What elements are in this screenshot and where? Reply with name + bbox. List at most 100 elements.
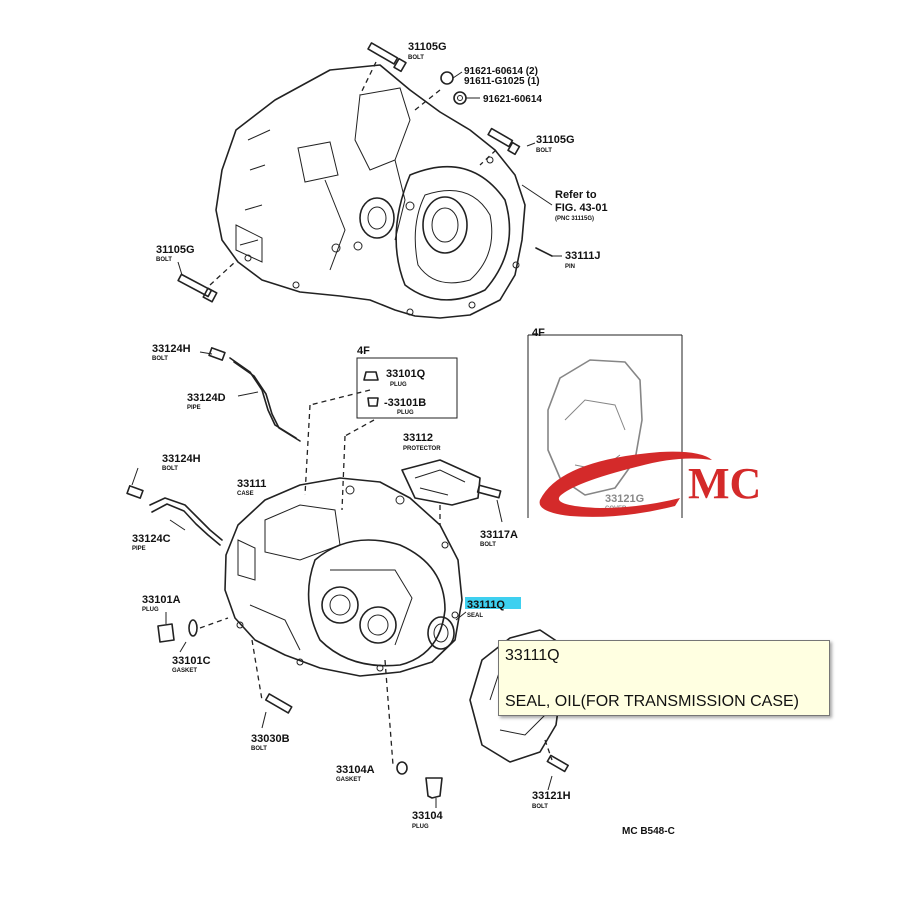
callout-33117A[interactable]: 33117A BOLT xyxy=(480,529,518,548)
callout-33101B[interactable]: -33101B PLUG xyxy=(384,397,426,416)
pin-33111J-shape xyxy=(535,247,553,257)
bolt-33124H-mid-shape xyxy=(126,485,144,499)
callout-33104[interactable]: 33104 PLUG xyxy=(412,810,443,830)
bolt-33117A-shape xyxy=(476,484,502,499)
callout-91611-G1025[interactable]: 91611-G1025 (1) xyxy=(464,76,540,87)
part-number: 33111Q xyxy=(467,599,505,611)
part-description: PROTECTOR xyxy=(403,446,441,452)
part-number: 33121G xyxy=(605,493,644,505)
plug-33101A-shape xyxy=(157,623,175,643)
callout-31105G-left[interactable]: 31105G BOLT xyxy=(156,244,195,263)
part-number: 33124H xyxy=(162,453,201,465)
callout-33101A[interactable]: 33101A PLUG xyxy=(142,594,181,613)
seal-33111Q-shape xyxy=(427,616,455,650)
box-4F-label: 4F xyxy=(357,345,370,357)
callout-33101C[interactable]: 33101C GASKET xyxy=(172,655,211,674)
inset-4F-frame xyxy=(527,334,683,518)
part-description: SEAL xyxy=(467,613,483,619)
part-description: PLUG xyxy=(412,824,429,830)
part-number: 31105G xyxy=(408,41,447,53)
part-number: 33104 xyxy=(412,810,443,822)
part-description: PIPE xyxy=(187,405,201,411)
callout-33121H[interactable]: 33121H BOLT xyxy=(532,790,571,810)
bolt-31105G-right-shape xyxy=(487,127,514,148)
callout-33101Q[interactable]: 33101Q PLUG xyxy=(386,368,426,388)
clutch-housing-drawing xyxy=(215,64,526,319)
part-number: 31105G xyxy=(156,244,195,256)
tooltip-part-description: SEAL, OIL(FOR TRANSMISSION CASE) xyxy=(505,693,799,710)
part-description: BOLT xyxy=(480,542,496,548)
part-description: PLUG xyxy=(390,382,407,388)
upper-bolt-group xyxy=(177,42,562,303)
part-number: 91621-60614 xyxy=(483,94,542,105)
figure-code: MC B548-C xyxy=(622,826,675,837)
part-description: PIN xyxy=(565,264,575,270)
transmission-case-drawing xyxy=(224,477,463,677)
callout-33124H-top[interactable]: 33124H BOLT xyxy=(152,343,191,362)
callout-33030B[interactable]: 33030B BOLT xyxy=(251,733,290,752)
callout-33112[interactable]: 33112 PROTECTOR xyxy=(403,432,441,452)
gasket-33104A-shape xyxy=(396,761,408,775)
protector-33112-shape xyxy=(401,459,481,506)
refer-line-3: (PNC 31115G) xyxy=(555,216,594,222)
part-description: PLUG xyxy=(397,410,414,416)
part-tooltip: 33111Q SEAL, OIL(FOR TRANSMISSION CASE) xyxy=(498,640,830,716)
part-description: CASE xyxy=(237,491,254,497)
part-number: 33117A xyxy=(480,529,518,541)
part-description: BOLT xyxy=(156,257,172,263)
part-number: 33124C xyxy=(132,533,171,545)
part-number: 33104A xyxy=(336,764,375,776)
part-number: 33124D xyxy=(187,392,226,404)
callout-33124H-mid[interactable]: 33124H BOLT xyxy=(162,453,201,472)
part-number: 33101Q xyxy=(386,368,426,380)
callout-33111Q[interactable]: 33111Q SEAL xyxy=(465,597,521,619)
part-number: 33124H xyxy=(152,343,191,355)
callout-31105G-top[interactable]: 31105G BOLT xyxy=(408,41,447,61)
callout-31105G-right[interactable]: 31105G BOLT xyxy=(536,134,575,154)
part-number: 31105G xyxy=(536,134,575,146)
part-number: -33101B xyxy=(384,397,426,409)
part-description: GASKET xyxy=(336,777,361,783)
bolt-31105G-left-shape xyxy=(177,273,213,298)
part-highlight xyxy=(465,597,521,609)
bolt-33121H-shape xyxy=(546,754,569,773)
callout-33111[interactable]: 33111 CASE xyxy=(237,478,266,497)
part-number: 33121H xyxy=(532,790,571,802)
plug-33101Q-shape xyxy=(363,371,379,381)
part-description: BOLT xyxy=(251,746,267,752)
callout-91621-60614[interactable]: 91621-60614 xyxy=(483,94,542,105)
callout-33124C[interactable]: 33124C PIPE xyxy=(132,533,171,552)
refer-line-2: FIG. 43-01 xyxy=(555,202,608,214)
callout-33111J[interactable]: 33111J PIN xyxy=(565,250,601,270)
box-4F-frame xyxy=(356,357,458,419)
part-number: 33101A xyxy=(142,594,181,606)
part-description: BOLT xyxy=(408,55,424,61)
part-description: BOLT xyxy=(536,148,552,154)
plug-33101B-shape xyxy=(367,397,379,407)
part-number: 91621-60614 (2) xyxy=(464,66,538,77)
inset-4F-label: 4F xyxy=(532,327,545,339)
callout-33124D[interactable]: 33124D PIPE xyxy=(187,392,226,411)
part-number: 33111J xyxy=(565,250,601,262)
bolt-33124H-top-shape xyxy=(208,347,226,361)
refer-to-fig-43-01[interactable]: Refer to FIG. 43-01 (PNC 31115G) xyxy=(555,189,608,222)
washer-91621-shape xyxy=(440,71,454,85)
part-number: 33112 xyxy=(403,432,433,444)
gasket-33101C-shape xyxy=(188,619,198,637)
part-description: BOLT xyxy=(152,356,168,362)
callout-91621-60614-2[interactable]: 91621-60614 (2) xyxy=(464,66,538,77)
part-description: BOLT xyxy=(162,466,178,472)
part-description: GASKET xyxy=(172,668,197,674)
bolt-31105G-top-shape xyxy=(367,42,399,65)
part-number: 33111 xyxy=(237,478,266,490)
part-number: 33030B xyxy=(251,733,290,745)
bolt-33030B-shape xyxy=(264,693,293,714)
pipe-33124D-shape xyxy=(229,357,297,439)
part-description: BOLT xyxy=(532,804,548,810)
watermark-text: MC xyxy=(688,459,761,508)
plug-33104-shape xyxy=(425,777,443,799)
refer-line-1: Refer to xyxy=(555,189,597,201)
part-number: 33101C xyxy=(172,655,211,667)
callout-33104A[interactable]: 33104A GASKET xyxy=(336,764,375,783)
